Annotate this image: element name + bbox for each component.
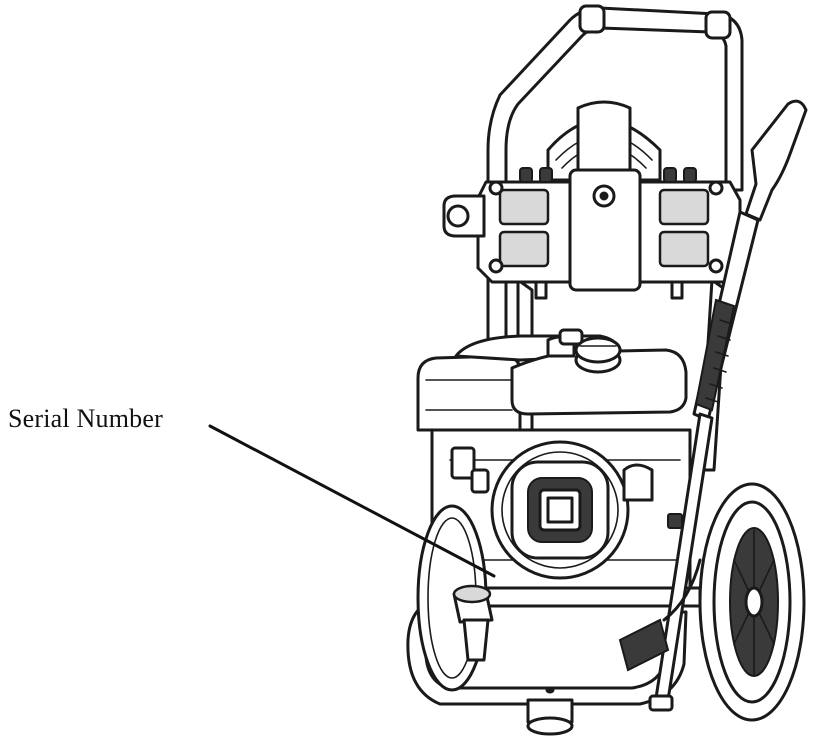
serial-number-label: Serial Number <box>8 404 163 433</box>
spray-wand <box>618 99 808 712</box>
serial-number-leader-line <box>208 424 496 578</box>
engine <box>416 328 692 592</box>
pump-fitting <box>452 584 494 662</box>
right-wheel <box>698 482 806 722</box>
